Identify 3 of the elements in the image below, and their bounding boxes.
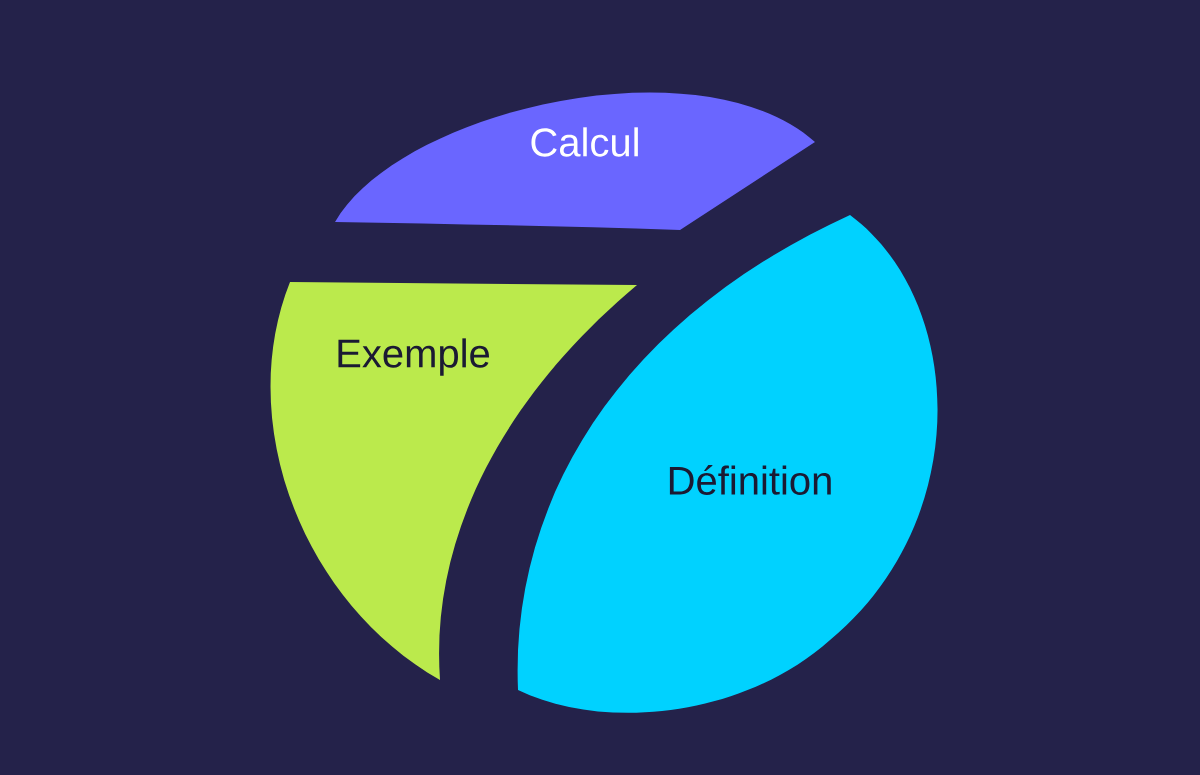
pie-segment: Définition: [518, 215, 938, 713]
pie-segment: Calcul: [335, 92, 815, 230]
pie-segment: Exemple: [270, 282, 637, 680]
